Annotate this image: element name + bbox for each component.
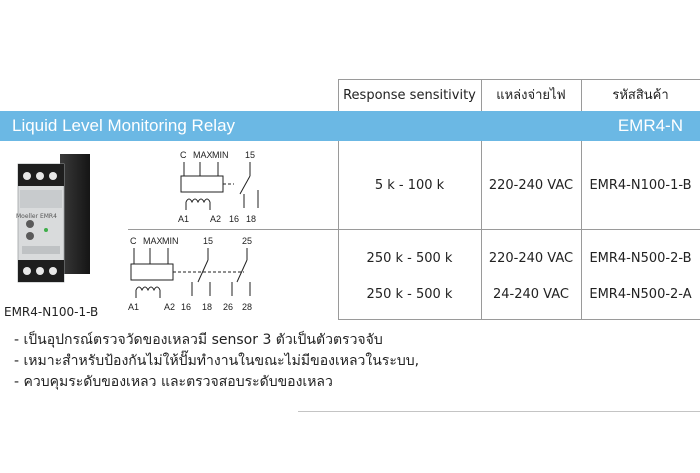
- col-divider-1: [481, 79, 482, 319]
- header-product-code: รหัสสินค้า: [612, 88, 669, 103]
- category-band: Liquid Level Monitoring Relay EMR4-N: [0, 111, 700, 141]
- feature-list: - เป็นอุปกรณ์ตรวจวัดของเหลวมี sensor 3 ต…: [14, 330, 419, 393]
- diagram2-label-max: MAX: [143, 236, 163, 246]
- footer-rule: [298, 411, 700, 412]
- diagram2-label-26: 26: [223, 302, 233, 312]
- diagram2-label-c: C: [130, 236, 137, 246]
- table-top-border: [338, 79, 700, 80]
- diagram2-label-16: 16: [181, 302, 191, 312]
- diagram2-label-25: 25: [242, 236, 252, 246]
- row2-code: EMR4-N500-2-B: [589, 251, 692, 266]
- diagram2-label-a1: A1: [128, 302, 139, 312]
- row3-code: EMR4-N500-2-A: [589, 287, 692, 302]
- diagram2-label-18: 18: [202, 302, 212, 312]
- row1-sensitivity: 5 k - 100 k: [374, 178, 445, 193]
- wiring-diagram-1: C MAX MIN 15 A1 A2 16 18: [178, 150, 259, 224]
- diagram2-label-28: 28: [242, 302, 252, 312]
- diagram1-label-c: C: [180, 150, 187, 160]
- wiring-diagram-2: C MAX MIN 15 25 A1 A2 16 18 26 28: [128, 236, 252, 312]
- diagram2-label-min: MIN: [162, 236, 179, 246]
- diagram1-label-15: 15: [245, 150, 255, 160]
- diagram1-label-max: MAX: [193, 150, 213, 160]
- feature-item: - ควบคุมระดับของเหลว และตรวจสอบระดับของเ…: [14, 374, 333, 390]
- feature-item: - เป็นอุปกรณ์ตรวจวัดของเหลวมี sensor 3 ต…: [14, 332, 383, 348]
- header-power-supply: แหล่งจ่ายไฟ: [496, 88, 566, 103]
- table-left-border: [338, 79, 339, 111]
- diagram2-label-15: 15: [203, 236, 213, 246]
- relay-product-image: [17, 154, 90, 283]
- product-label: Moeller EMR4: [16, 213, 57, 220]
- row3-sensitivity: 250 k - 500 k: [366, 287, 453, 302]
- diagram2-label-a2: A2: [164, 302, 175, 312]
- diagram1-label-a2: A2: [210, 214, 221, 224]
- col-divider-2: [581, 79, 582, 319]
- row3-power: 24-240 VAC: [493, 287, 569, 302]
- row-divider-1: [128, 229, 700, 230]
- header-sensitivity: Response sensitivity: [343, 88, 476, 103]
- table-bottom-border: [338, 319, 700, 320]
- category-title: Liquid Level Monitoring Relay: [12, 116, 236, 135]
- category-code: EMR4-N: [617, 116, 683, 135]
- feature-item: - เหมาะสำหรับป้องกันไม่ให้ปั๊มทำงานในขณะ…: [14, 353, 420, 369]
- diagram1-label-a1: A1: [178, 214, 189, 224]
- diagram1-label-18: 18: [246, 214, 256, 224]
- row2-sensitivity: 250 k - 500 k: [366, 251, 453, 266]
- product-caption: EMR4-N100-1-B: [4, 305, 99, 319]
- diagram1-label-16: 16: [229, 214, 239, 224]
- row2-power: 220-240 VAC: [488, 251, 574, 266]
- row1-code: EMR4-N100-1-B: [589, 178, 692, 193]
- diagram1-label-min: MIN: [212, 150, 229, 160]
- row1-power: 220-240 VAC: [488, 178, 574, 193]
- col-divider-3: [338, 141, 339, 319]
